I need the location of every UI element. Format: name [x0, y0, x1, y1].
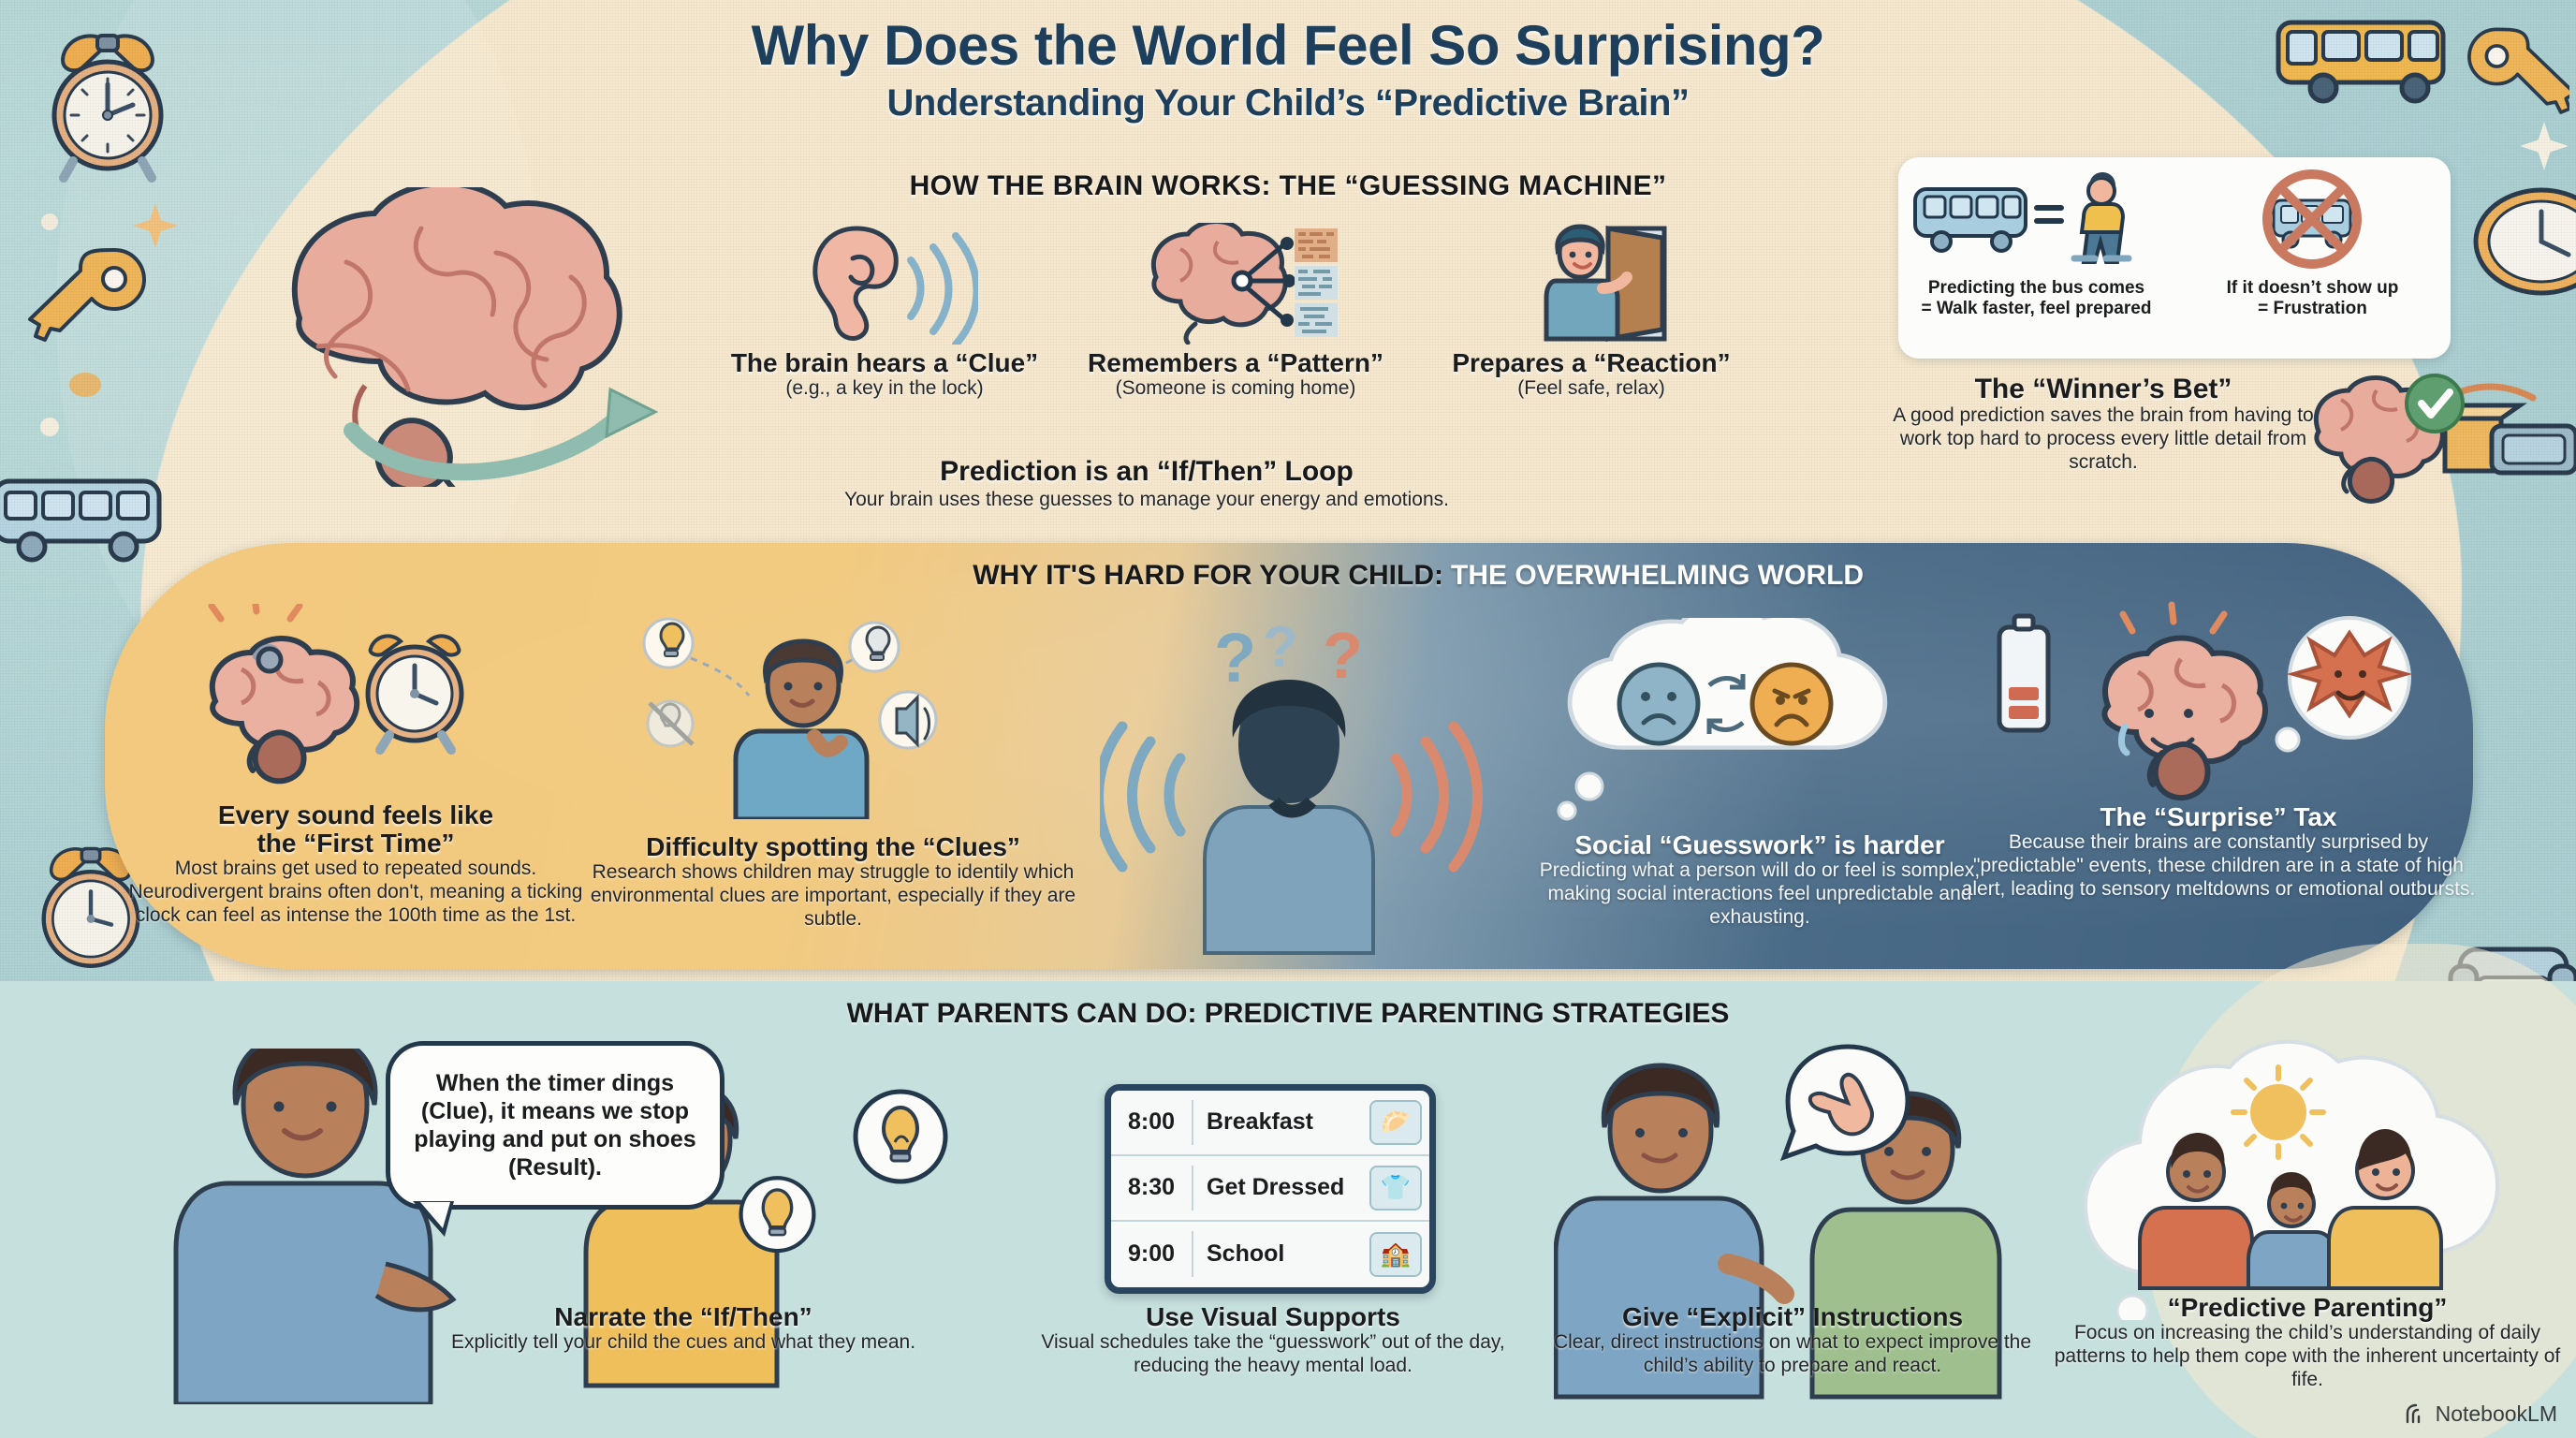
key-icon	[2467, 27, 2569, 114]
wall-clock-icon	[2473, 187, 2576, 296]
school-building-icon: 🏫	[1369, 1231, 1422, 1277]
dot-decor	[41, 213, 58, 230]
notebooklm-logo-icon	[2406, 1403, 2420, 1423]
bus-prediction-card: Predicting the bus comes = Walk faster, …	[1898, 157, 2451, 359]
item-sub: Explicitly tell your child the cues and …	[450, 1331, 916, 1354]
visual-schedule-card: 8:00 Breakfast 🥟 8:30 Get Dressed 👕 9:00…	[1105, 1084, 1436, 1294]
section3-item-explicit-instructions: Give “Explicit” Instructions Clear, dire…	[1526, 1302, 2059, 1378]
brain-check-icon	[2313, 374, 2465, 504]
school-bus-icon	[2276, 20, 2446, 104]
step1-title: The brain hears a “Clue”	[730, 348, 1039, 377]
item-title: Use Visual Supports	[1146, 1302, 1400, 1331]
winners-bet-block: The “Winner’s Bet” A good prediction sav…	[1893, 374, 2314, 475]
step-hears-clue: The brain hears a “Clue” (e.g., a key in…	[711, 223, 1058, 401]
lightbulb-idea-icon	[853, 1089, 948, 1184]
section3-item-narrate: Narrate the “If/Then” Explicitly tell yo…	[421, 1302, 945, 1355]
section1-heading: HOW THE BRAIN WORKS: THE “GUESSING MACHI…	[909, 170, 1667, 201]
bus-icon	[0, 478, 162, 563]
item-sub: Predicting what a person will do or feel…	[1539, 859, 1981, 928]
item-title: Difficulty spotting the “Clues”	[646, 832, 1020, 861]
step2-title: Remembers a “Pattern”	[1088, 348, 1383, 377]
schedule-time: 8:30	[1127, 1174, 1176, 1201]
battery-stressed-brain-icon	[1997, 601, 2413, 801]
item-title: Give “Explicit” Instructions	[1621, 1302, 1964, 1331]
no-bus-icon	[2262, 169, 2363, 269]
toaster-bread-icon	[2437, 383, 2576, 476]
step3-sub: (Feel safe, relax)	[1517, 377, 1665, 400]
winners-bet-title: The “Winner’s Bet”	[1974, 374, 2232, 404]
schedule-time: 8:00	[1127, 1108, 1176, 1136]
schedule-time: 9:00	[1127, 1240, 1176, 1268]
step2-sub: (Someone is coming home)	[1115, 377, 1356, 400]
if-then-loop-title: Prediction is an “If/Then” Loop	[940, 456, 1354, 487]
brain-pattern-icon	[1150, 219, 1338, 345]
brain-arrow-illustration	[291, 187, 659, 487]
section2-heading-light: THE OVERWHELMING WORLD	[1451, 560, 1865, 591]
page-subtitle: Understanding Your Child’s “Predictive B…	[886, 82, 1690, 124]
item-title: Every sound feels like the “First Time”	[217, 800, 494, 858]
step1-sub: (e.g., a key in the lock)	[785, 377, 984, 400]
brain-alarm-clock-icon	[208, 604, 464, 785]
item-sub: Most brains get used to repeated sounds.…	[128, 858, 583, 926]
door-person-icon	[1544, 224, 1667, 342]
schedule-label: Get Dressed	[1207, 1174, 1345, 1201]
step-prepares-reaction: Prepares a “Reaction” (Feel safe, relax)	[1413, 223, 1769, 401]
bus-prediction-negative: If it doesn’t show up = Frustration	[2186, 169, 2439, 319]
breakfast-icon: 🥟	[1369, 1099, 1422, 1145]
section2-heading-dark: WHY IT'S HARD FOR YOUR CHILD:	[973, 560, 1443, 591]
item-title: Narrate the “If/Then”	[554, 1302, 812, 1331]
social-faces-thought-bubble-icon	[1557, 618, 1888, 821]
section2-item-spotting-clues: Difficulty spotting the “Clues” Research…	[590, 832, 1076, 932]
step3-title: Prepares a “Reaction”	[1452, 348, 1731, 377]
bus-prediction-positive: Predicting the bus comes = Walk faster, …	[1910, 169, 2163, 319]
svg-text:?: ?	[1323, 619, 1363, 692]
pointing-hand-bubble-icon	[1779, 1044, 1910, 1162]
sparkle-icon	[2520, 122, 2569, 170]
alarm-clock-icon	[51, 34, 164, 183]
section3-heading: WHAT PARENTS CAN DO: PREDICTIVE PARENTIN…	[846, 998, 1730, 1029]
dot-decor	[69, 373, 101, 397]
section2-item-social-guesswork: Social “Guesswork” is harder Predicting …	[1516, 830, 2003, 930]
page-title: Why Does the World Feel So Surprising?	[751, 14, 1825, 77]
bubble-text: When the timer dings (Clue), it means we…	[414, 1070, 696, 1181]
item-sub: Research shows children may struggle to …	[590, 861, 1076, 930]
schedule-label: School	[1207, 1240, 1285, 1268]
item-sub: Focus on increasing the child’s understa…	[2054, 1322, 2561, 1390]
svg-text:?: ?	[1214, 619, 1256, 697]
tshirt-icon: 👕	[1369, 1165, 1422, 1211]
item-title: Social “Guesswork” is harder	[1574, 830, 1945, 859]
section3-item-predictive-parenting: “Predictive Parenting” Focus on increasi…	[2041, 1293, 2574, 1392]
sparkle-icon	[133, 203, 178, 248]
watermark-label: NotebookLM	[2435, 1401, 2557, 1426]
lightbulb-idea-icon	[739, 1176, 816, 1254]
family-thought-bubble-illustration	[2083, 1039, 2500, 1320]
item-sub: Because their brains are constantly surp…	[1961, 831, 2476, 900]
parent-speech-bubble: When the timer dings (Clue), it means we…	[386, 1041, 724, 1237]
section3-item-visual-supports: Use Visual Supports Visual schedules tak…	[1011, 1302, 1535, 1378]
dot-decor	[40, 418, 59, 436]
if-then-loop-sub: Your brain uses these guesses to manage …	[844, 489, 1449, 510]
schedule-row: 8:30 Get Dressed 👕	[1111, 1156, 1429, 1222]
section2-item-first-time: Every sound feels like the “First Time” …	[122, 800, 590, 928]
schedule-row: 9:00 School 🏫	[1111, 1222, 1429, 1287]
bus-equals-person-icon	[1912, 172, 2132, 264]
item-title: The “Surprise” Tax	[2100, 802, 2337, 831]
notebooklm-watermark: NotebookLM	[2404, 1401, 2557, 1427]
winners-bet-sub: A good prediction saves the brain from h…	[1893, 404, 2314, 473]
item-title: “Predictive Parenting”	[2167, 1293, 2448, 1322]
step-remembers-pattern: Remembers a “Pattern” (Someone is coming…	[1058, 219, 1413, 401]
bus-negative-label: If it doesn’t show up = Frustration	[2226, 278, 2399, 319]
schedule-label: Breakfast	[1207, 1108, 1313, 1136]
svg-text:?: ?	[1263, 615, 1298, 680]
key-icon	[28, 248, 146, 342]
item-sub: Clear, direct instructions on what to ex…	[1553, 1331, 2032, 1376]
ear-icon	[812, 226, 981, 348]
schedule-row: 8:00 Breakfast 🥟	[1111, 1091, 1429, 1156]
section2-item-surprise-tax: The “Surprise” Tax Because their brains …	[1952, 802, 2485, 902]
confused-child-question-marks-icon: ? ? ?	[1100, 615, 1483, 955]
item-sub: Visual schedules take the “guesswork” ou…	[1041, 1331, 1505, 1376]
bus-positive-label: Predicting the bus comes = Walk faster, …	[1921, 278, 2152, 319]
parent-pointing-illustration	[1554, 1063, 2002, 1400]
child-missed-cues-icon	[642, 617, 938, 819]
